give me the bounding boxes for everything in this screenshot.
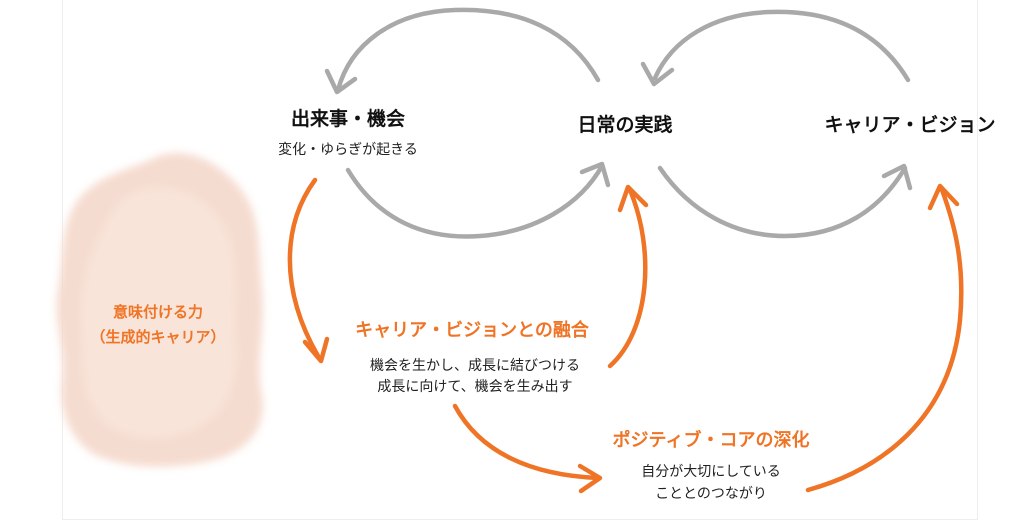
cycle-arrow-vision-to-practice-head	[640, 61, 675, 87]
orange-arrow-fusion-to-core	[452, 403, 601, 481]
fusion-title: キャリア・ビジョンとの融合	[355, 320, 589, 341]
vision-title: キャリア・ビジョン	[824, 114, 996, 136]
meaning-line-2: （生成的キャリア）	[90, 328, 226, 346]
orange-arrow-core-to-vision	[805, 187, 964, 493]
orange-arrow-fusion-to-practice-head	[617, 184, 649, 213]
cycle-arrow-practice-to-events	[335, 7, 601, 93]
cycle-arrow-events-to-practice	[345, 163, 605, 239]
cycle-arrow-vision-to-practice	[652, 9, 911, 83]
cycle-arrow-practice-to-vision-head	[881, 163, 913, 191]
core-title: ポジティブ・コアの深化	[612, 430, 810, 451]
fusion-line-2: 成長に向けて、機会を生み出す	[377, 379, 573, 395]
meaning-blob	[56, 152, 263, 467]
practice-title: 日常の実践	[577, 114, 673, 136]
meaning-line-1: 意味付ける力	[112, 303, 204, 321]
orange-arrow-fusion-to-core-head	[577, 463, 603, 494]
cycle-arrow-events-to-practice-head	[579, 161, 611, 188]
events-title: 出来事・機会	[290, 108, 406, 130]
core-line-1: 自分が大切にしている	[641, 464, 781, 480]
cycle-arrow-practice-to-vision	[657, 165, 908, 239]
orange-arrow-events-to-fusion	[287, 177, 321, 359]
orange-arrow-core-to-vision-head	[927, 183, 960, 211]
fusion-line-1: 機会を生かし、成長に結びつける	[370, 358, 580, 374]
core-line-2: こととのつながり	[655, 486, 767, 502]
orange-arrow-fusion-to-practice	[607, 187, 648, 369]
events-subtitle: 変化・ゆらぎが起きる	[278, 142, 418, 158]
cycle-arrow-practice-to-events-head	[324, 68, 358, 95]
orange-arrow-events-to-fusion-head	[302, 336, 330, 364]
